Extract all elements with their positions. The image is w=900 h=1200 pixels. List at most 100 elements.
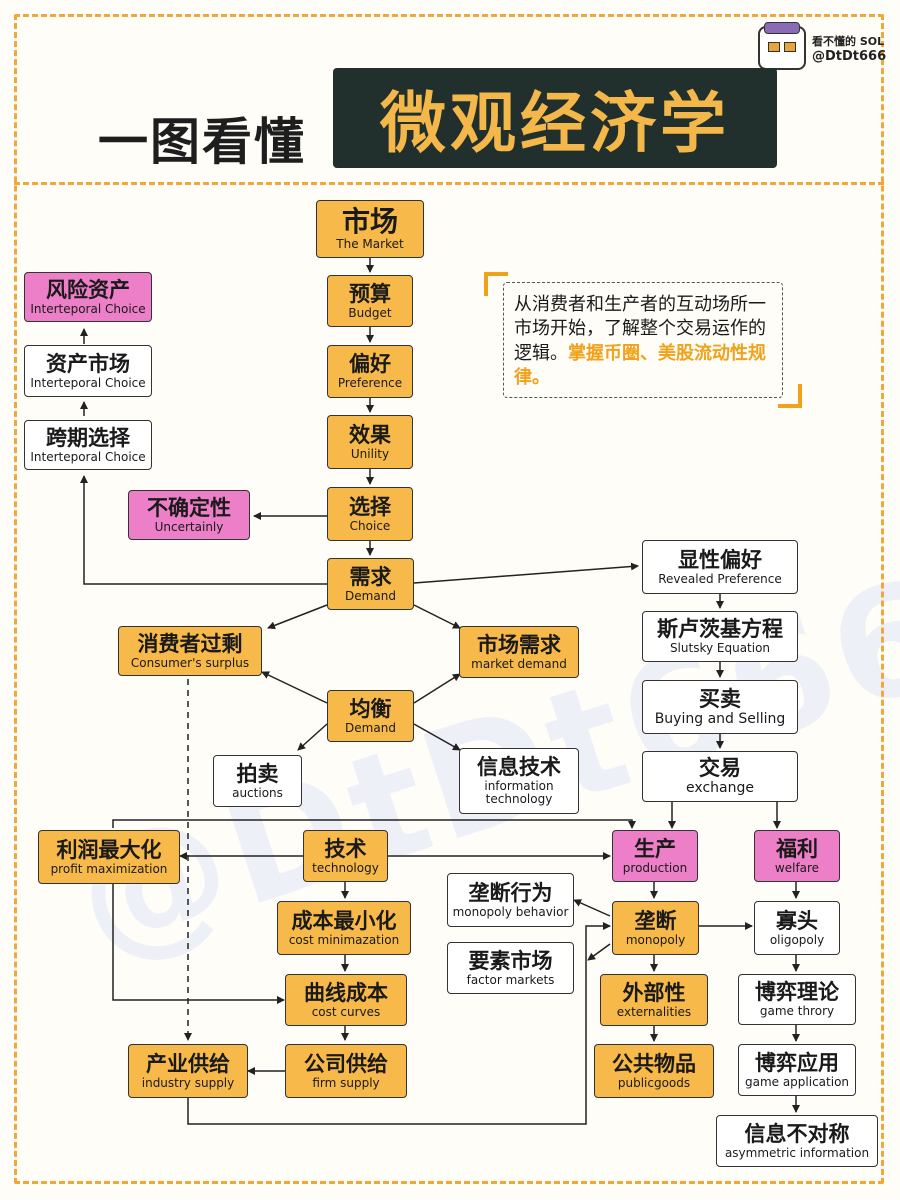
node-sublabel: firm supply (312, 1075, 380, 1090)
node-monopoly: 垄断 monopoly (612, 901, 699, 955)
page-title-box: 微观经济学 (333, 68, 777, 168)
node-label: 垄断 (634, 908, 677, 933)
node-label: 均衡 (349, 696, 392, 721)
node-public-goods: 公共物品 publicgoods (594, 1044, 714, 1098)
node-label: 斯卢茨基方程 (657, 617, 783, 642)
node-label: 博弈应用 (755, 1050, 839, 1075)
node-sublabel: Budget (348, 305, 392, 320)
node-sublabel: The Market (336, 237, 404, 252)
node-oligopoly: 寡头 oligopoly (754, 901, 840, 955)
brand: 看不懂的 SOL @DtDt666 (758, 22, 887, 70)
node-sublabel: publicgoods (617, 1075, 691, 1090)
node-label: 生产 (634, 836, 676, 861)
node-sublabel: Choice (349, 518, 391, 533)
node-game-application: 博弈应用 game application (738, 1044, 856, 1096)
node-sublabel: externalities (616, 1004, 692, 1019)
node-label: 信息不对称 (744, 1121, 850, 1146)
node-equilibrium: 均衡 Demand (327, 690, 414, 742)
node-label: 拍卖 (236, 761, 279, 786)
brand-handle: @DtDt666 (812, 48, 887, 64)
node-sublabel: game application (744, 1074, 850, 1089)
node-asset-market: 资产市场 Interteporal Choice (24, 345, 152, 397)
node-consumer-surplus: 消费者过剩 Consumer's surplus (118, 626, 262, 676)
node-label: 资产市场 (46, 351, 130, 376)
node-sublabel: market demand (471, 656, 567, 671)
node-sublabel: Buying and Selling (654, 710, 786, 727)
node-buying-selling: 买卖 Buying and Selling (642, 680, 798, 734)
node-info-tech: 信息技术 information technology (459, 748, 579, 814)
node-intertemporal: 跨期选择 Interteporal Choice (24, 420, 152, 470)
node-label: 福利 (776, 836, 818, 861)
node-sublabel: Interteporal Choice (30, 375, 146, 390)
page-title-left: 一图看懂 (98, 113, 306, 171)
node-label: 效果 (349, 422, 391, 447)
node-market-demand: 市场需求 market demand (459, 626, 579, 678)
node-sublabel: Unility (350, 446, 390, 461)
node-factor-markets: 要素市场 factor markets (447, 942, 574, 994)
node-label: 消费者过剩 (137, 631, 243, 656)
node-label: 买卖 (699, 686, 741, 711)
node-label: 垄断行为 (468, 880, 553, 905)
brand-name: 看不懂的 SOL (812, 34, 885, 48)
node-label: 曲线成本 (304, 980, 388, 1005)
node-sublabel: Slutsky Equation (669, 641, 771, 656)
node-exchange: 交易 exchange (642, 751, 798, 802)
node-slutsky: 斯卢茨基方程 Slutsky Equation (642, 611, 798, 662)
node-sublabel: information (484, 779, 554, 794)
node-label: 博弈理论 (755, 980, 839, 1005)
node-label: 显性偏好 (678, 547, 762, 572)
node-label: 选择 (349, 494, 391, 519)
node-sublabel: profit maximization (50, 861, 168, 876)
node-choice: 选择 Choice (327, 487, 413, 541)
node-demand: 需求 Demand (327, 558, 414, 610)
node-sublabel: production (622, 860, 688, 875)
node-label: 预算 (349, 281, 391, 306)
node-profit-max: 利润最大化 profit maximization (38, 830, 180, 884)
node-sublabel: industry supply (141, 1075, 235, 1090)
node-externalities: 外部性 externalities (600, 974, 708, 1026)
node-production: 生产 production (612, 830, 698, 882)
node-sublabel: monopoly behavior (452, 904, 569, 919)
node-sublabel: Demand (345, 720, 396, 735)
node-risk-assets: 风险资产 Interteporal Choice (24, 272, 152, 322)
node-industry-supply: 产业供给 industry supply (128, 1044, 248, 1098)
node-label: 信息技术 (477, 755, 561, 780)
node-label: 公共物品 (612, 1051, 696, 1076)
node-label: 需求 (349, 564, 392, 589)
node-sublabel: auctions (232, 785, 283, 800)
node-label: 利润最大化 (56, 837, 162, 862)
node-cost-min: 成本最小化 cost minimazation (277, 901, 411, 955)
node-label: 跨期选择 (46, 425, 130, 450)
bracket-bottom-right (778, 384, 802, 408)
node-uncertainty: 不确定性 Uncertainly (128, 490, 250, 540)
node-monopoly-behavior: 垄断行为 monopoly behavior (447, 873, 574, 927)
node-sublabel: Interteporal Choice (30, 301, 146, 316)
page-title-main: 微观经济学 (380, 85, 730, 162)
node-label: 偏好 (349, 352, 391, 377)
note-text: 从消费者和生产者的互动场所一市场开始，了解整个交易运作的逻辑。 (514, 294, 766, 364)
node-label: 交易 (699, 756, 741, 781)
node-label: 技术 (324, 836, 367, 861)
node-sublabel: welfare (774, 860, 820, 875)
node-budget: 预算 Budget (327, 275, 413, 327)
dashed-frame (14, 14, 884, 1184)
node-utility: 效果 Unility (327, 415, 413, 469)
bracket-top-left (484, 272, 508, 296)
node-sublabel: factor markets (466, 972, 555, 987)
node-label: 风险资产 (46, 277, 130, 302)
node-sublabel: exchange (686, 780, 754, 797)
node-auctions: 拍卖 auctions (213, 755, 302, 807)
node-cost-curves: 曲线成本 cost curves (285, 974, 407, 1026)
node-label: 公司供给 (304, 1051, 388, 1076)
node-label: 要素市场 (468, 948, 553, 973)
node-label: 不确定性 (147, 495, 231, 520)
node-sublabel: cost curves (311, 1004, 381, 1019)
node-revealed-preference: 显性偏好 Revealed Preference (642, 540, 798, 594)
node-sublabel: Interteporal Choice (30, 449, 146, 464)
node-label: 成本最小化 (291, 908, 397, 933)
node-firm-supply: 公司供给 firm supply (285, 1044, 407, 1098)
node-label: 寡头 (776, 908, 818, 933)
node-sublabel-2: technology (485, 792, 553, 807)
intro-note: 从消费者和生产者的互动场所一市场开始，了解整个交易运作的逻辑。掌握币圈、美股流动… (503, 282, 783, 398)
